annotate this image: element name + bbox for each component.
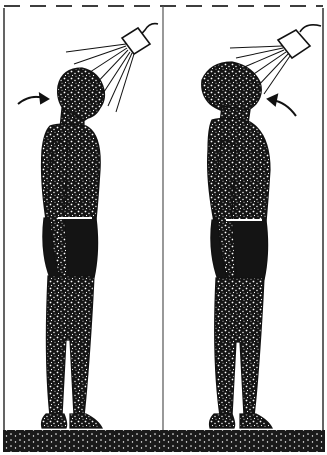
right-panel [202, 25, 321, 428]
person-head-back [202, 62, 272, 428]
left-panel [18, 24, 158, 428]
arrow-icon [18, 94, 48, 104]
floor [3, 430, 325, 452]
shower-head-icon [122, 24, 158, 54]
person-head-forward [42, 68, 105, 428]
arrow-icon [268, 95, 296, 116]
